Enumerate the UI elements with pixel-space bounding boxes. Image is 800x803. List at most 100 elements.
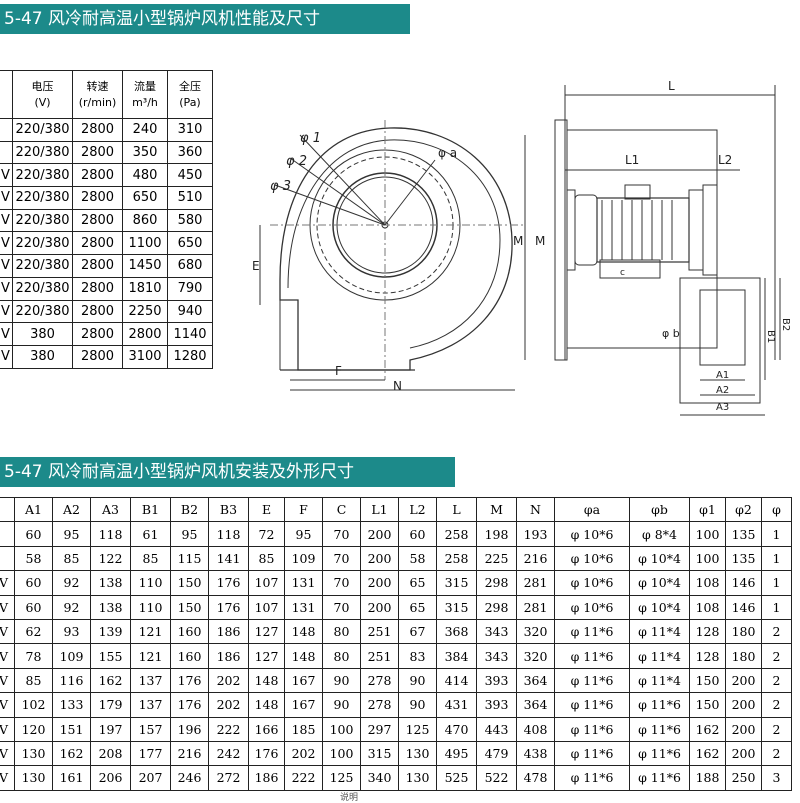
dimensions-cell: 186 xyxy=(208,618,249,645)
dimensions-cell: 100 xyxy=(322,740,361,767)
dimensions-cell: 200 xyxy=(725,667,762,694)
dimensions-cell: 148 xyxy=(284,643,323,669)
dimensions-cell: 127 xyxy=(248,618,285,645)
performance-cell: 2800 xyxy=(72,299,123,324)
dimensions-cell: 148 xyxy=(248,692,285,718)
dimensions-cell: 137 xyxy=(130,667,171,694)
fan-side-view xyxy=(554,85,781,416)
performance-cell: V xyxy=(0,276,13,301)
dimensions-cell: 125 xyxy=(398,716,437,742)
dimensions-cell: 62 xyxy=(14,618,53,645)
dimensions-cell: φ 11*6 xyxy=(629,740,690,767)
label-B2: B2 xyxy=(780,318,791,331)
dimensions-cell: 200 xyxy=(725,716,762,742)
dimensions-cell: 100 xyxy=(689,521,726,547)
performance-cell xyxy=(0,140,13,165)
dimensions-cell: 185 xyxy=(284,716,323,742)
dimensions-cell: φ 10*6 xyxy=(554,545,630,572)
dimensions-cell: 208 xyxy=(90,740,131,767)
dimensions-cell: 431 xyxy=(436,692,477,718)
dimensions-cell: 222 xyxy=(284,765,323,791)
performance-cell: 860 xyxy=(122,208,168,233)
dimensions-cell: 102 xyxy=(14,692,53,718)
dimensions-cell: 60 xyxy=(398,521,437,547)
dimensions-cell: 150 xyxy=(170,594,209,620)
dimensions-cell: 60 xyxy=(14,594,53,620)
performance-cell: 940 xyxy=(167,299,213,324)
label-N: N xyxy=(393,379,402,393)
performance-cell: 2800 xyxy=(72,276,123,301)
dimensions-cell: 2 xyxy=(761,618,792,645)
dimensions-header-cell: B3 xyxy=(208,496,249,523)
dimensions-cell: φ 11*6 xyxy=(554,765,630,791)
dimensions-cell: 393 xyxy=(476,667,517,694)
performance-cell: 510 xyxy=(167,186,213,210)
performance-cell: 2800 xyxy=(72,208,123,233)
label-phi2: φ 2 xyxy=(286,154,307,169)
dimensions-cell: 58 xyxy=(398,545,437,572)
dimensions-cell: 150 xyxy=(689,692,726,718)
dimensions-cell: 85 xyxy=(52,545,91,572)
dimensions-cell: 95 xyxy=(284,521,323,547)
dimensions-cell: 186 xyxy=(248,765,285,791)
dimensions-cell: 3 xyxy=(761,765,792,791)
dimensions-cell: 298 xyxy=(476,570,517,596)
dimensions-cell: 90 xyxy=(322,692,361,718)
dimensions-cell: 167 xyxy=(284,667,323,694)
dimensions-cell: 120 xyxy=(14,716,53,742)
performance-cell: 360 xyxy=(167,140,213,165)
dimensions-cell: V xyxy=(0,643,15,669)
dimensions-cell: 186 xyxy=(208,643,249,669)
dimensions-cell: 128 xyxy=(689,618,726,645)
dimensions-cell: 320 xyxy=(516,618,555,645)
dimensions-cell: 251 xyxy=(360,643,399,669)
dimensions-cell: 251 xyxy=(360,618,399,645)
performance-cell: 790 xyxy=(167,276,213,301)
performance-cell: 350 xyxy=(122,140,168,165)
dimensions-cell: 162 xyxy=(689,716,726,742)
performance-cell: 450 xyxy=(167,163,213,188)
label-phia: φ a xyxy=(438,146,457,160)
dimensions-cell: 200 xyxy=(360,594,399,620)
dimensions-cell: 90 xyxy=(398,692,437,718)
dimensions-cell: 200 xyxy=(725,692,762,718)
label-L1: L1 xyxy=(625,153,639,167)
label-B1: B1 xyxy=(765,330,776,343)
performance-cell: V xyxy=(0,163,13,188)
dimensions-cell: φ 10*6 xyxy=(554,570,630,596)
dimensions-cell: 72 xyxy=(248,521,285,547)
performance-cell: 240 xyxy=(122,118,168,142)
performance-cell: 680 xyxy=(167,254,213,278)
dimensions-cell: 128 xyxy=(689,643,726,669)
dimensions-cell: 151 xyxy=(52,716,91,742)
dimensions-cell: 83 xyxy=(398,643,437,669)
dimensions-cell: 116 xyxy=(52,667,91,694)
dimensions-cell: 522 xyxy=(476,765,517,791)
performance-cell: 650 xyxy=(122,186,168,210)
performance-cell: 220/380 xyxy=(12,276,73,301)
dimensions-cell: φ 11*6 xyxy=(554,643,630,669)
performance-cell: 220/380 xyxy=(12,208,73,233)
dimensions-cell: φ 10*4 xyxy=(629,594,690,620)
dimensions-header-cell: φa xyxy=(554,496,630,523)
dimensions-cell: φ 10*4 xyxy=(629,570,690,596)
dimensions-cell: 121 xyxy=(130,643,171,669)
dimensions-cell: 150 xyxy=(689,667,726,694)
dimensions-cell: 131 xyxy=(284,570,323,596)
dimensions-cell: 78 xyxy=(14,643,53,669)
dimensions-cell: 202 xyxy=(284,740,323,767)
performance-cell: V xyxy=(0,322,13,346)
performance-cell: 1280 xyxy=(167,344,213,369)
dimensions-cell: 193 xyxy=(516,521,555,547)
dimensions-cell: 60 xyxy=(14,570,53,596)
